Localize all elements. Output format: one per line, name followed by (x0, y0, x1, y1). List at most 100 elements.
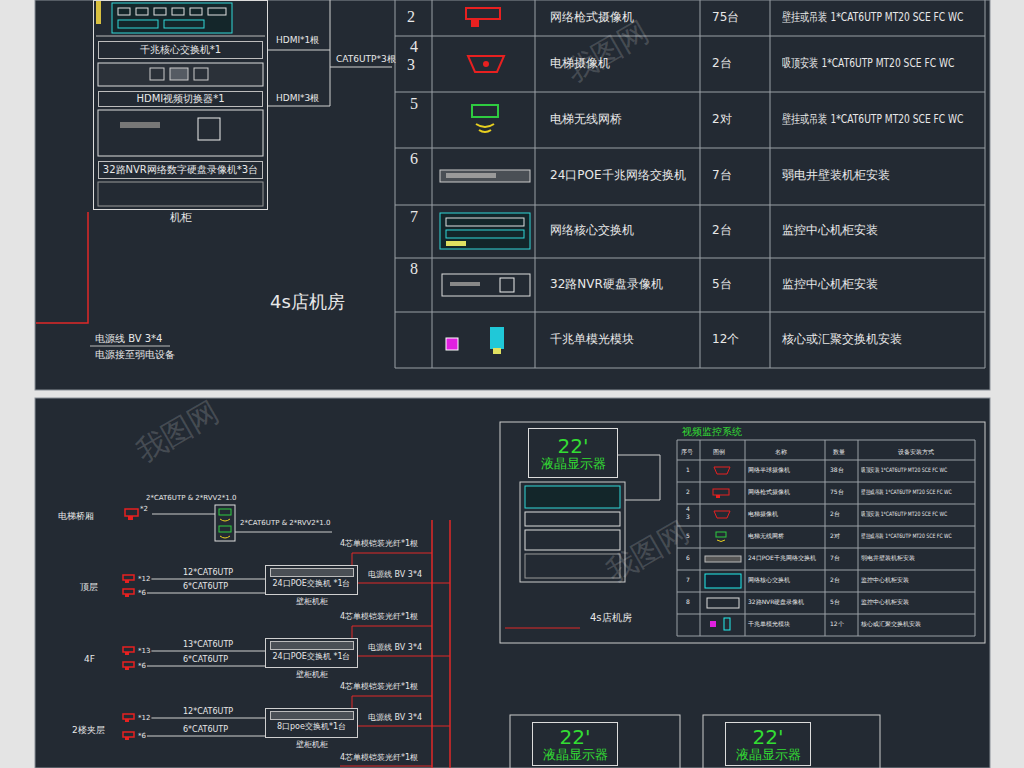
riser-wiring (352, 696, 432, 708)
rack-device (112, 3, 232, 33)
switch-box: 24口POE交换机 *1台壁柜机柜 (265, 638, 358, 668)
table-cell: 网络核心交换机 (748, 577, 790, 584)
item-number: 5 (410, 95, 418, 113)
quantity: 7台 (712, 169, 732, 182)
camera-count: *13 (138, 647, 150, 655)
table-cell: 网络枪式摄像机 (550, 11, 634, 24)
camera-icon (122, 588, 136, 598)
camera-mount (125, 652, 129, 655)
riser-wiring (449, 520, 451, 768)
riser-wiring (352, 626, 432, 638)
cable-label: HDMI*1根 (276, 36, 319, 46)
cable-line (330, 0, 331, 106)
legend-icon (446, 338, 458, 350)
cable-label: HDMI*3根 (276, 94, 319, 104)
table-grid (395, 92, 985, 93)
mini-legend-icon (705, 556, 741, 562)
mini-table-grid (677, 482, 975, 483)
camera-body (123, 662, 134, 667)
table-cell: 吸顶安装 1*CAT6UTP MT20 SCE FC WC (861, 467, 947, 474)
rack-device (172, 8, 184, 15)
cable-connector (147, 736, 265, 737)
table-cell: 弱电井壁装机柜安装 (861, 555, 915, 562)
quantity: 2台 (830, 577, 840, 584)
table-grid (770, 0, 771, 368)
mini-cabinet (510, 715, 680, 768)
table-grid (395, 148, 985, 149)
watermark: 我图网 (600, 515, 694, 589)
legend-icon (493, 348, 501, 354)
table-cell: 吸顶安装 1*CAT6UTP MT20 SCE FC WC (782, 57, 954, 70)
cable-line (330, 67, 392, 68)
camera-symbol: *12 (122, 712, 150, 724)
table-cell: 监控中心机柜安装 (782, 278, 878, 291)
camera-symbol: *6 (122, 660, 146, 672)
cable-label: 6*CAT6UTP (181, 583, 230, 592)
mini-legend-icon (714, 467, 730, 474)
power-note: 电源线 BV 3*4 (368, 644, 422, 653)
rack-device (98, 110, 263, 156)
mini-cabinet (525, 530, 620, 550)
legend-icon (446, 241, 466, 246)
monitor-label: 液晶显示器 (736, 748, 801, 762)
mini-table-grid (677, 636, 975, 637)
camera-count: *6 (138, 662, 146, 670)
riser-wiring (128, 516, 133, 520)
mini-cabinet (618, 455, 660, 500)
table-grid (432, 0, 433, 368)
rack-device (136, 8, 148, 15)
rack-device (98, 182, 263, 206)
table-cell: 序号 (681, 449, 693, 456)
equipment-cabinet: 机柜千兆核心交换机*1HDMI视频切换器*132路NVR网络数字硬盘录像机*3台 (93, 0, 268, 210)
table-cell: 电梯摄像机 (748, 511, 778, 518)
monitor-label: 液晶显示器 (543, 748, 608, 762)
switch-label: 8口poe交换机*1台 (277, 722, 346, 731)
table-cell: 网络核心交换机 (550, 224, 634, 237)
cable-label: 12*CAT6UTP (181, 708, 235, 717)
mini-table-grid (700, 440, 701, 636)
camera-count: *12 (138, 714, 150, 722)
camera-icon (122, 713, 136, 723)
cable-connector (147, 593, 265, 594)
cable-label: 13*CAT6UTP (181, 641, 235, 650)
cable-label: 4芯单模铠装光纤*1根 (340, 613, 418, 622)
riser-wiring (215, 505, 235, 541)
table-cell: 千兆单模光模块 (748, 621, 790, 628)
camera-icon (122, 646, 136, 656)
table-cell: 壁挂或吊装 1*CAT6UTP MT20 SCE FC WC (861, 489, 952, 496)
quantity: 5台 (712, 278, 732, 291)
cable-line (90, 346, 170, 347)
mini-legend-icon (716, 495, 720, 498)
table-grid (700, 0, 701, 368)
cable-connector (147, 666, 265, 667)
cabinet-title: 壁柜机柜 (266, 597, 357, 606)
mini-cabinet (505, 628, 580, 629)
rack-device (96, 36, 265, 37)
mini-legend-icon (710, 621, 716, 627)
mini-cabinet (500, 422, 985, 768)
mini-table-grid (677, 440, 975, 441)
table-cell: 电梯无线网桥 (550, 113, 622, 126)
quantity: 7台 (830, 555, 840, 562)
table-cell: 弱电井壁装机柜安装 (782, 169, 890, 182)
legend-icon (440, 213, 530, 249)
legend-icon (466, 8, 500, 19)
rack-device (96, 0, 101, 24)
mini-cabinet (525, 486, 620, 508)
table-cell: 电梯无线网桥 (748, 533, 784, 540)
camera-mount (125, 667, 129, 670)
table-cell: 图例 (713, 449, 725, 456)
mini-table-grid (677, 570, 975, 571)
mini-cabinet (703, 715, 880, 768)
rack-device (150, 68, 164, 80)
table-cell: 监控中心机柜安装 (861, 599, 909, 606)
mini-table-grid (677, 614, 975, 615)
legend-icon (483, 61, 489, 67)
power-note: 电源线 BV 3*4 (368, 714, 422, 723)
item-number: 4 (686, 506, 690, 513)
rack-device (198, 118, 220, 140)
legend-icon (446, 218, 524, 226)
table-cell: 32路NVR硬盘录像机 (550, 278, 663, 291)
power-note: 电源线 BV 3*4 (95, 333, 162, 344)
power-note: 电源接至弱电设备 (95, 349, 175, 360)
